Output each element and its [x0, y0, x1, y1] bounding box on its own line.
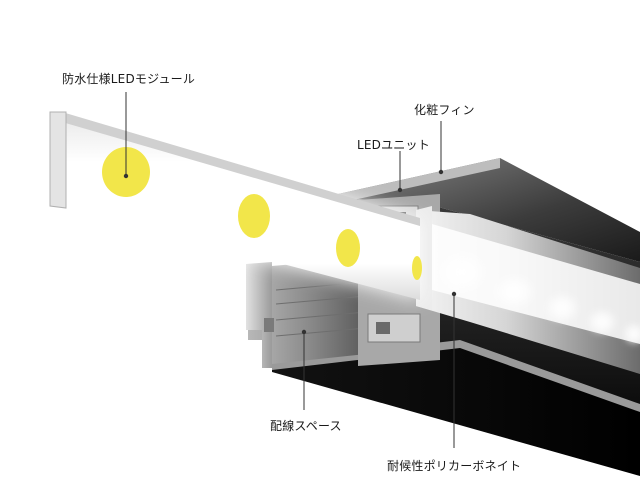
glow-spot [586, 308, 618, 336]
channel-end-profile [246, 262, 272, 368]
glow-spot [622, 322, 640, 346]
channel-notch [264, 318, 274, 332]
led-chip [412, 256, 422, 280]
label-decorative-fin: 化粧フィン [414, 103, 475, 117]
lens-highlight [432, 224, 640, 344]
led-module [49, 110, 422, 300]
led-chip [336, 229, 360, 267]
label-led-module: 防水仕様LEDモジュール [62, 72, 196, 86]
leader-dot [451, 291, 457, 297]
label-polycarbonate: 耐候性ポリカーボネイト [387, 459, 522, 473]
led-module-top-edge [52, 112, 420, 226]
lower-bracket [367, 313, 421, 343]
lens-glow-spots [436, 250, 640, 346]
leader-dots [123, 169, 457, 335]
leader-dot [397, 187, 403, 193]
leader-dot [438, 169, 444, 175]
led-module-end-cap [49, 111, 67, 209]
polycarbonate-lens [416, 206, 640, 374]
glow-spot [436, 250, 488, 294]
label-led-unit: LEDユニット [357, 138, 430, 152]
leader-dot [123, 173, 129, 179]
led-chips [102, 147, 422, 280]
decorative-fin-front [320, 158, 500, 206]
label-wiring-space: 配線スペース [270, 419, 342, 433]
leader-dot [301, 329, 307, 335]
extrusion-lines [275, 281, 367, 337]
lower-bracket-slot [376, 322, 390, 334]
glow-spot [544, 292, 580, 324]
leader-lines [125, 92, 455, 448]
led-chip [238, 194, 270, 238]
glow-spot [492, 274, 536, 310]
